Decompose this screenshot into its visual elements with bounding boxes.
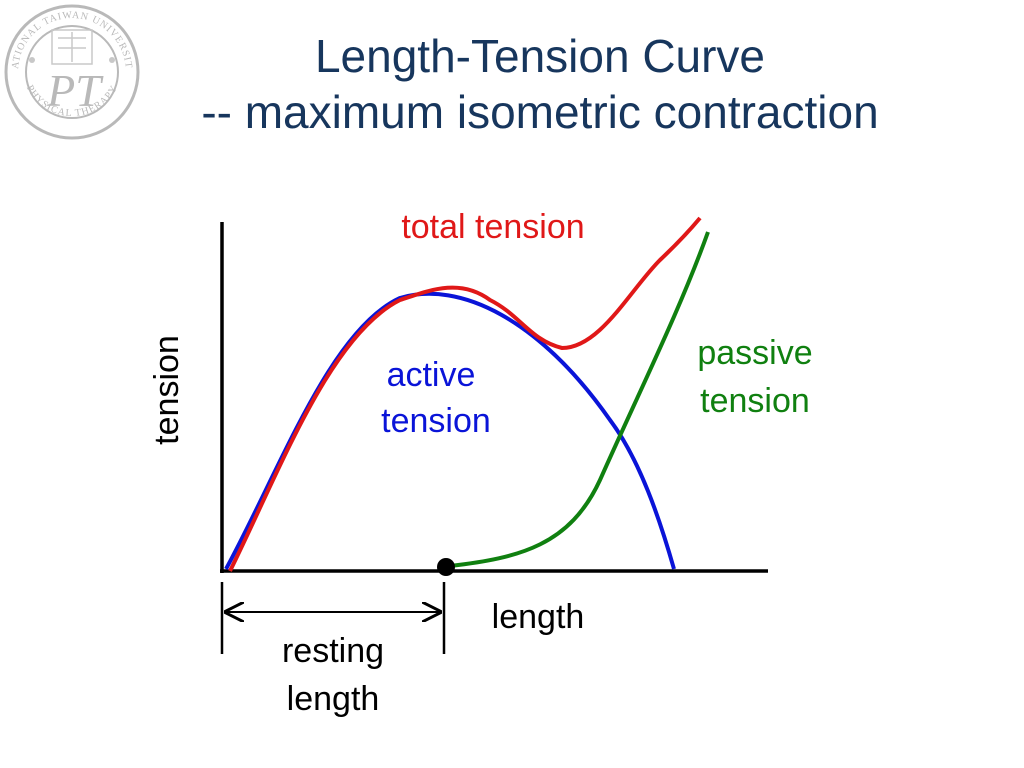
y-axis-label: tension	[148, 335, 186, 445]
total-tension-curve	[228, 216, 702, 572]
total-tension-label: total tension	[401, 208, 584, 246]
title-line-1: Length-Tension Curve	[314, 30, 766, 82]
seal-outer-ring	[4, 4, 140, 140]
resting-length-label-line1: resting	[282, 632, 384, 670]
passive-tension-label-line1: passive	[697, 334, 812, 372]
passive-tension-label-line2: tension	[700, 382, 810, 420]
seal-dot-left	[29, 57, 35, 63]
title-line-2: -- maximum isometric contraction	[201, 86, 879, 138]
seal-character-block	[51, 29, 93, 65]
resting-length-label-line2: length	[287, 680, 380, 718]
active-tension-label-line1: active	[387, 356, 476, 394]
seal-monogram: PT	[46, 65, 104, 116]
x-axis-label: length	[492, 598, 585, 636]
university-seal-logo: NATIONAL TAIWAN UNIVERSITY PHYSICAL THER…	[2, 2, 140, 140]
active-tension-label-line2: tension	[381, 402, 491, 440]
slide-title: Length-Tension Curve -- maximum isometri…	[120, 28, 960, 140]
seal-inner-ring	[25, 25, 119, 119]
resting-length-point	[437, 558, 455, 576]
seal-dot-right	[109, 57, 115, 63]
passive-tension-curve	[449, 231, 710, 568]
